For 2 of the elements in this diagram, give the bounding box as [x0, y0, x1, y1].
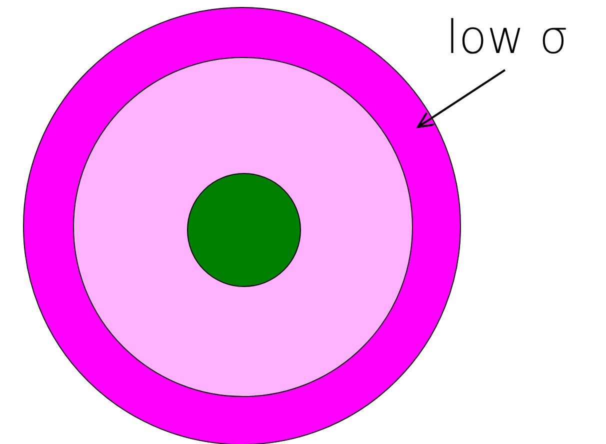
leader-arrow: [417, 69, 506, 128]
label-text: low σ: [446, 14, 568, 60]
